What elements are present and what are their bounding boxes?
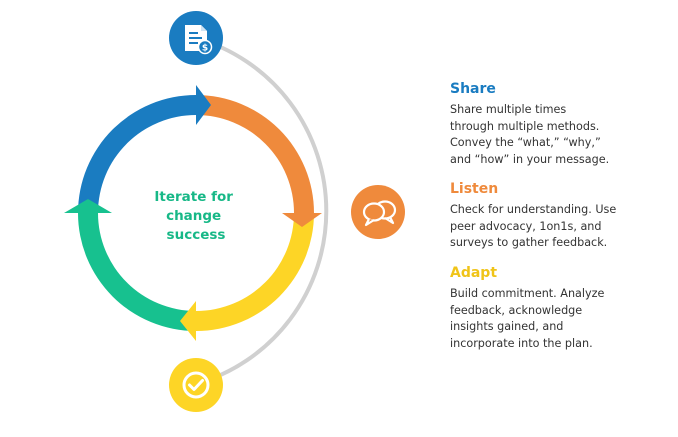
listen-line-1: Check for understanding. Use [450,203,617,216]
listen-body: Check for understanding. Use peer advoca… [450,202,670,252]
share-line-2: through multiple methods. [450,119,600,133]
center-label: Iterate for change success [154,189,237,243]
listen-line-2: peer advocacy, 1on1s, and [450,219,602,233]
arrowhead-yellow [180,301,196,341]
arrowhead-green [64,199,112,213]
adapt-body: Build commitment. Analyze feedback, ackn… [450,286,670,352]
listen-line-3: surveys to gather feedback. [450,236,608,249]
arrowhead-blue [196,85,211,125]
center-label-line-3: success [167,227,226,243]
adapt-title: Adapt [450,265,498,281]
document-dollar-icon: $ [169,11,223,65]
adapt-line-3: insights gained, and [450,320,564,333]
listen-section: Listen Check for understanding. Use peer… [450,180,670,252]
share-title: Share [450,81,496,97]
listen-title: Listen [450,181,499,197]
adapt-line-2: feedback, acknowledge [450,303,583,317]
share-line-4: and “how” in your message. [450,152,610,166]
speech-bubbles-icon [351,185,405,239]
adapt-line-4: incorporate into the plan. [450,336,593,350]
center-label-line-2: change [166,208,221,224]
share-section: Share Share multiple times through multi… [450,80,670,168]
share-body: Share multiple times through multiple me… [450,102,670,168]
adapt-section: Adapt Build commitment. Analyze feedback… [450,264,670,352]
center-label-line-1: Iterate for [154,189,233,205]
checkmark-icon [169,358,223,412]
svg-text:$: $ [202,44,208,54]
arrowhead-orange [282,213,322,227]
track-arc [195,36,329,386]
share-line-3: Convey the “what,” “why,” [450,136,601,149]
adapt-line-1: Build commitment. Analyze [450,287,605,300]
share-line-1: Share multiple times [450,103,567,116]
